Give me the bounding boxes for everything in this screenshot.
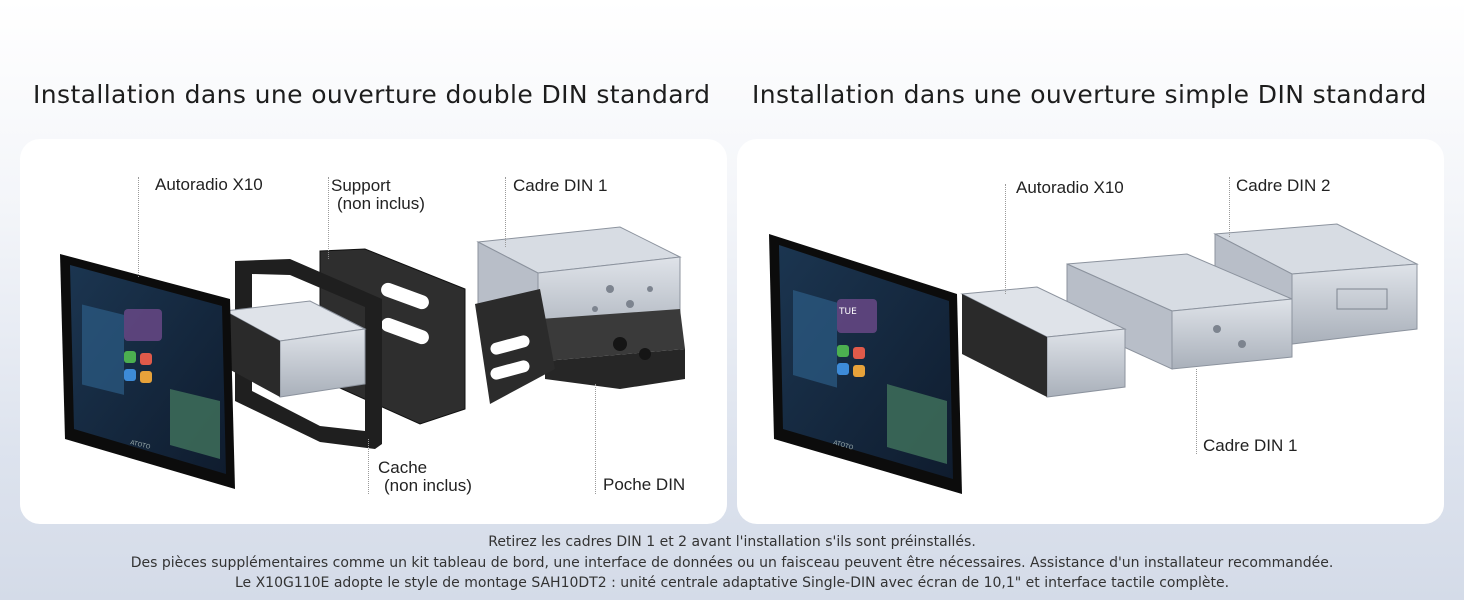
radio-screen-unit: TUE ATOTO [769, 234, 962, 494]
radio-label: Autoradio X10 [155, 175, 263, 194]
frame2-leader-line [1229, 177, 1230, 237]
din-pocket [540, 309, 685, 389]
note-line-2: Des pièces supplémentaires comme un kit … [130, 554, 1334, 571]
radio-label: Autoradio X10 [1016, 178, 1124, 197]
pocket-label: Poche DIN [603, 475, 686, 494]
note-line-1: Retirez les cadres DIN 1 et 2 avant l'in… [488, 534, 976, 550]
frame1-label: Cadre DIN 1 [1203, 436, 1298, 455]
single-din-panel: TUE ATOTO Autoradio X10 Cadre DIN 2 Cadr… [737, 139, 1444, 524]
cover-label: Cache (non inclus) [378, 459, 472, 495]
frame1-leader-line [505, 177, 506, 247]
support-label-line2: (non inclus) [337, 194, 425, 213]
cover-label-line2: (non inclus) [384, 476, 472, 495]
support-label-line1: Support [331, 176, 391, 195]
installation-notes: Retirez les cadres DIN 1 et 2 avant l'in… [0, 532, 1464, 594]
radio-chassis [960, 286, 1127, 398]
support-leader-line [328, 177, 329, 259]
single-din-heading: Installation dans une ouverture simple D… [752, 80, 1427, 109]
pocket-leader-line [595, 384, 596, 494]
frame1-leader-line [1196, 369, 1197, 454]
frame1-label: Cadre DIN 1 [513, 176, 608, 195]
trim-bezel [235, 259, 382, 449]
cover-leader-line [368, 439, 369, 494]
double-din-panel: ATOTO Autoradio X10 Support (non inclus)… [20, 139, 727, 524]
single-din-exploded-illustration: TUE ATOTO [769, 223, 1419, 494]
support-label: Support (non inclus) [331, 177, 425, 213]
frame2-label: Cadre DIN 2 [1236, 176, 1331, 195]
din-frame-1 [1066, 253, 1293, 370]
radio-leader-line [1005, 184, 1006, 294]
note-line-3: Le X10G110E adopte le style de montage S… [234, 575, 1230, 591]
cover-label-line1: Cache [378, 458, 428, 477]
screen-brand-text: ATOTO [130, 439, 152, 451]
double-din-heading: Installation dans une ouverture double D… [33, 80, 711, 109]
radio-chassis [223, 300, 367, 398]
radio-screen-unit: ATOTO [60, 254, 235, 489]
double-din-exploded-illustration: ATOTO [60, 226, 685, 489]
radio-leader-line [138, 177, 139, 277]
screen-day-text: TUE [838, 307, 857, 317]
